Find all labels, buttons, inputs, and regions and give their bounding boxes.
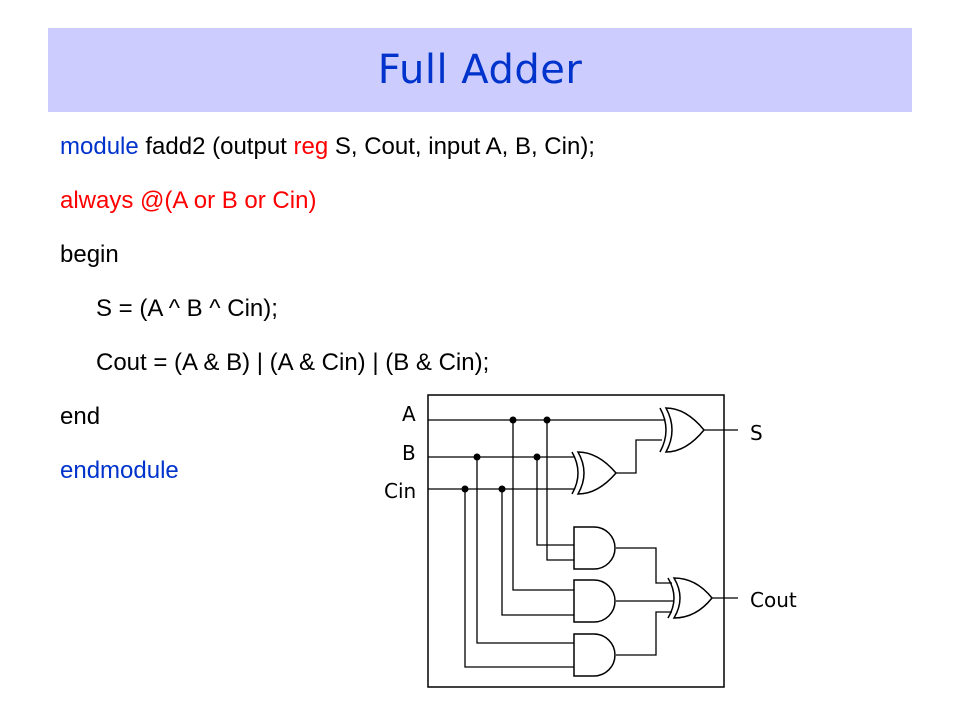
and-gate-3 — [573, 633, 616, 677]
and-gate-2 — [573, 579, 616, 623]
module-declaration-b: S, Cout, input A, B, Cin); — [328, 133, 595, 160]
junction-a-2 — [543, 416, 551, 424]
xor-gate-1 — [571, 451, 617, 495]
and-gate-1 — [573, 526, 616, 570]
junction-dots — [461, 416, 551, 493]
slide-title: Full Adder — [377, 47, 583, 93]
keyword-module: module — [60, 133, 139, 160]
or-gate — [667, 577, 713, 619]
wire-b-and1 — [536, 457, 574, 546]
wire-xor1-out — [616, 439, 662, 474]
wire-and1-or — [616, 547, 672, 584]
code-line-module: module fadd2 (output reg S, Cout, input … — [60, 126, 920, 180]
circuit-border — [427, 394, 725, 688]
title-bar: Full Adder — [48, 28, 912, 112]
keyword-reg: reg — [293, 133, 329, 160]
module-declaration-a: fadd2 (output — [138, 133, 294, 160]
verilog-code-block: module fadd2 (output reg S, Cout, input … — [60, 126, 920, 504]
output-label-cout: Cout — [750, 588, 797, 612]
output-label-s: S — [750, 421, 763, 445]
input-label-b: B — [402, 441, 416, 465]
junction-b-2 — [533, 453, 541, 461]
wire-cin-and3 — [464, 489, 574, 668]
code-line-sum: S = (A ^ B ^ Cin); — [96, 295, 278, 322]
wire-and3-or — [616, 611, 672, 656]
wire-a-and1 — [546, 420, 574, 561]
code-line-end: end — [60, 403, 101, 430]
wire-a-and2 — [512, 420, 574, 591]
code-line-begin: begin — [60, 241, 119, 268]
junction-cin-1 — [461, 485, 469, 493]
code-line-endmodule: endmodule — [60, 457, 179, 484]
junction-cin-2 — [498, 485, 506, 493]
junction-a-1 — [509, 416, 517, 424]
code-line-always: always @(A or B or Cin) — [60, 187, 317, 214]
junction-b-1 — [473, 453, 481, 461]
input-label-a: A — [402, 402, 416, 426]
input-label-cin: Cin — [384, 479, 416, 503]
xor-gate-2 — [659, 407, 705, 453]
wire-b-and3 — [476, 457, 574, 644]
code-line-carry: Cout = (A & B) | (A & Cin) | (B & Cin); — [96, 349, 490, 376]
wire-cin-and2 — [501, 489, 574, 616]
